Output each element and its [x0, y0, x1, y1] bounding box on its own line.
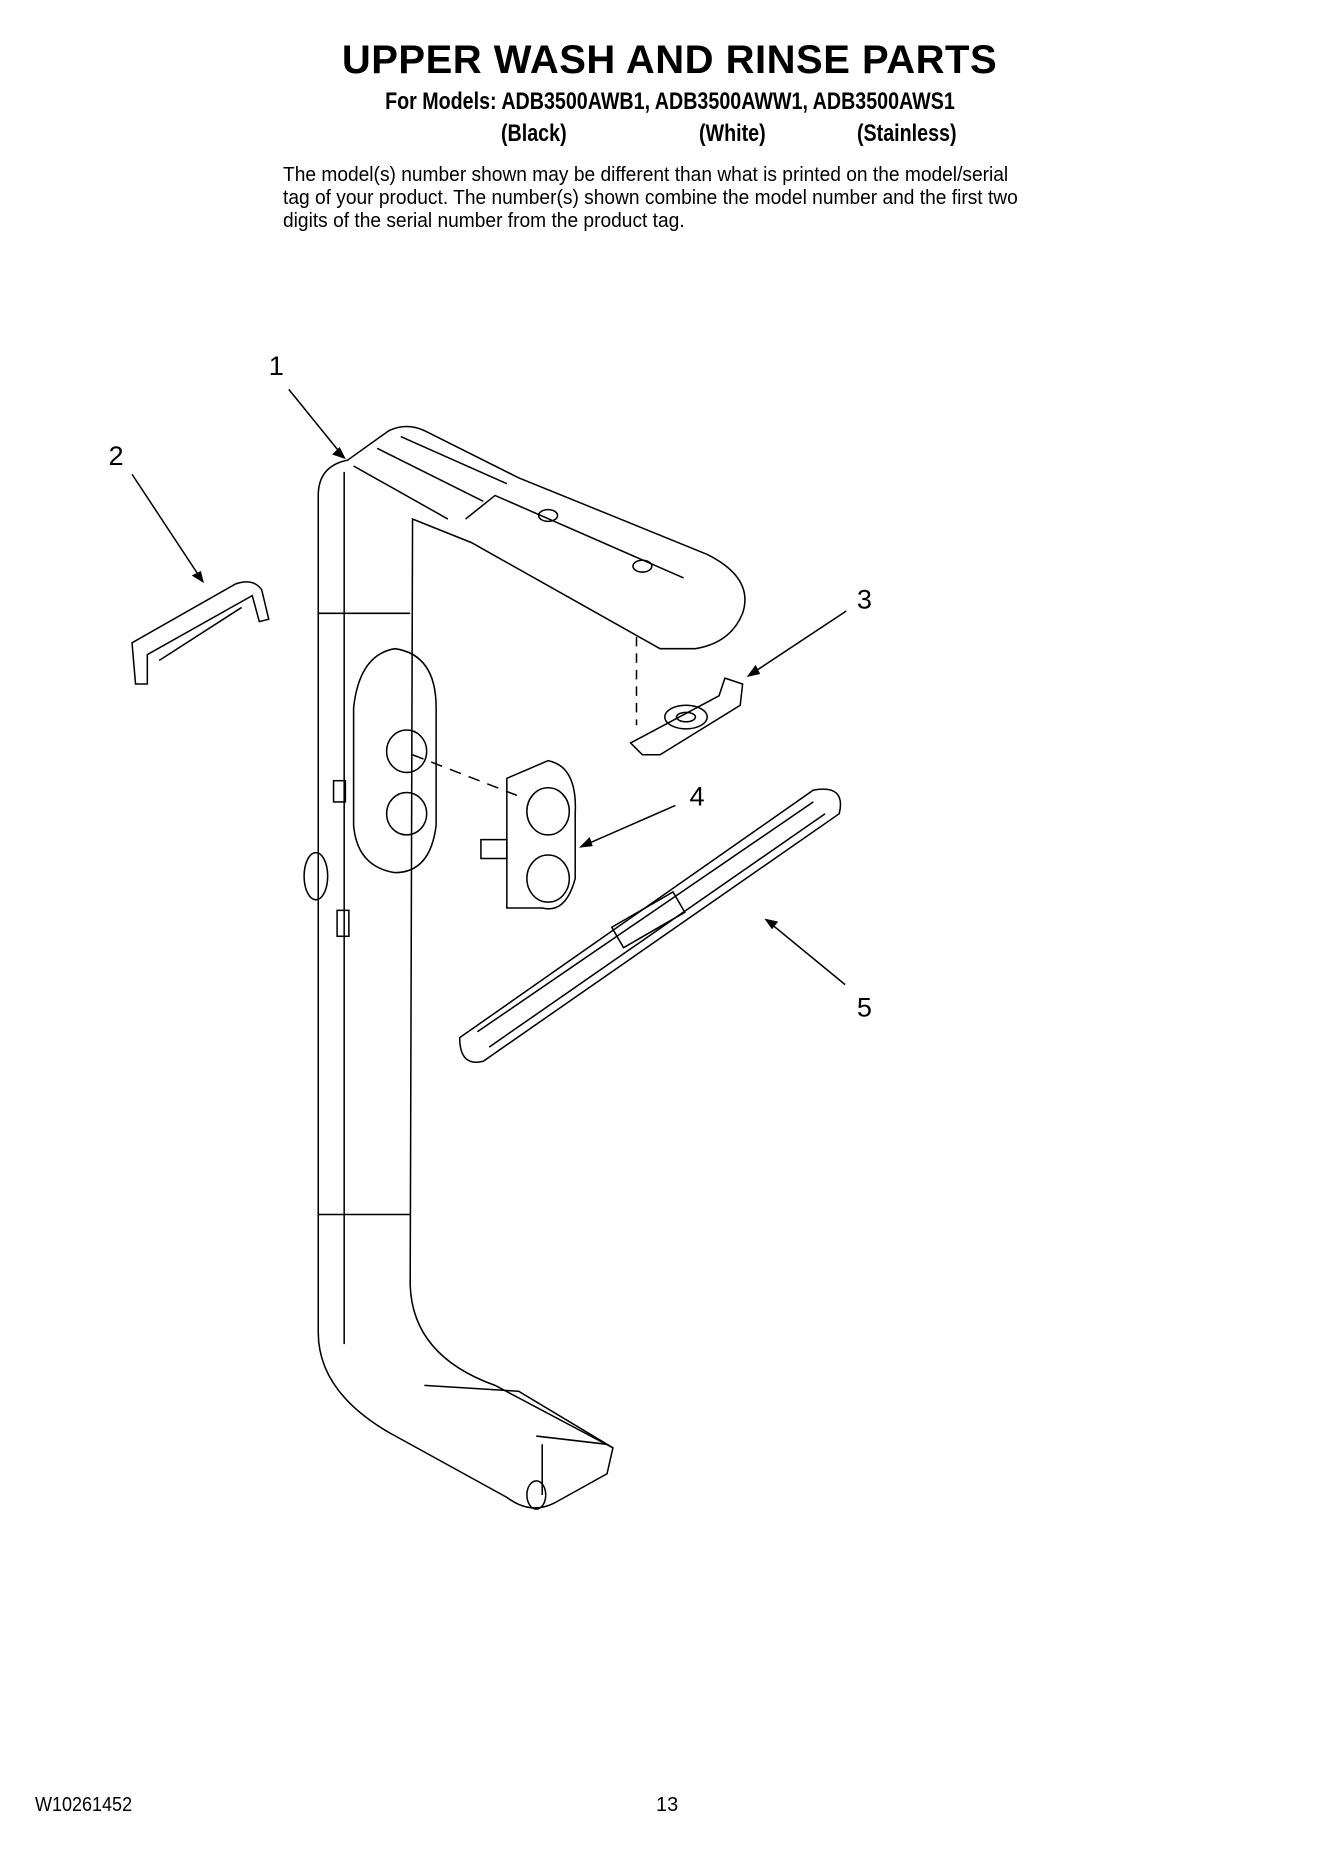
models-line: For Models: ADB3500AWB1, ADB3500AWW1, AD… [385, 88, 955, 115]
part-5-spray-arm [458, 788, 842, 1063]
variant-white: (White) [699, 120, 766, 147]
part-4-housing [480, 759, 577, 910]
callout-3: 3 [857, 584, 872, 615]
callout-5: 5 [857, 991, 872, 1022]
part-2-clip [131, 581, 270, 685]
variant-stainless: (Stainless) [857, 120, 957, 147]
page-title: UPPER WASH AND RINSE PARTS [341, 38, 998, 82]
callout-2: 2 [108, 440, 123, 471]
callout-1: 1 [269, 350, 284, 381]
part-3-retainer [629, 677, 744, 756]
variant-black: (Black) [501, 120, 567, 147]
leader-lines [131, 388, 847, 986]
model-number-note: The model(s) number shown may be differe… [283, 163, 1018, 232]
document-number: W10261452 [35, 1794, 133, 1816]
callout-4: 4 [690, 780, 705, 811]
page-number: 13 [656, 1794, 679, 1816]
wash-arm-manifold [303, 425, 746, 1510]
